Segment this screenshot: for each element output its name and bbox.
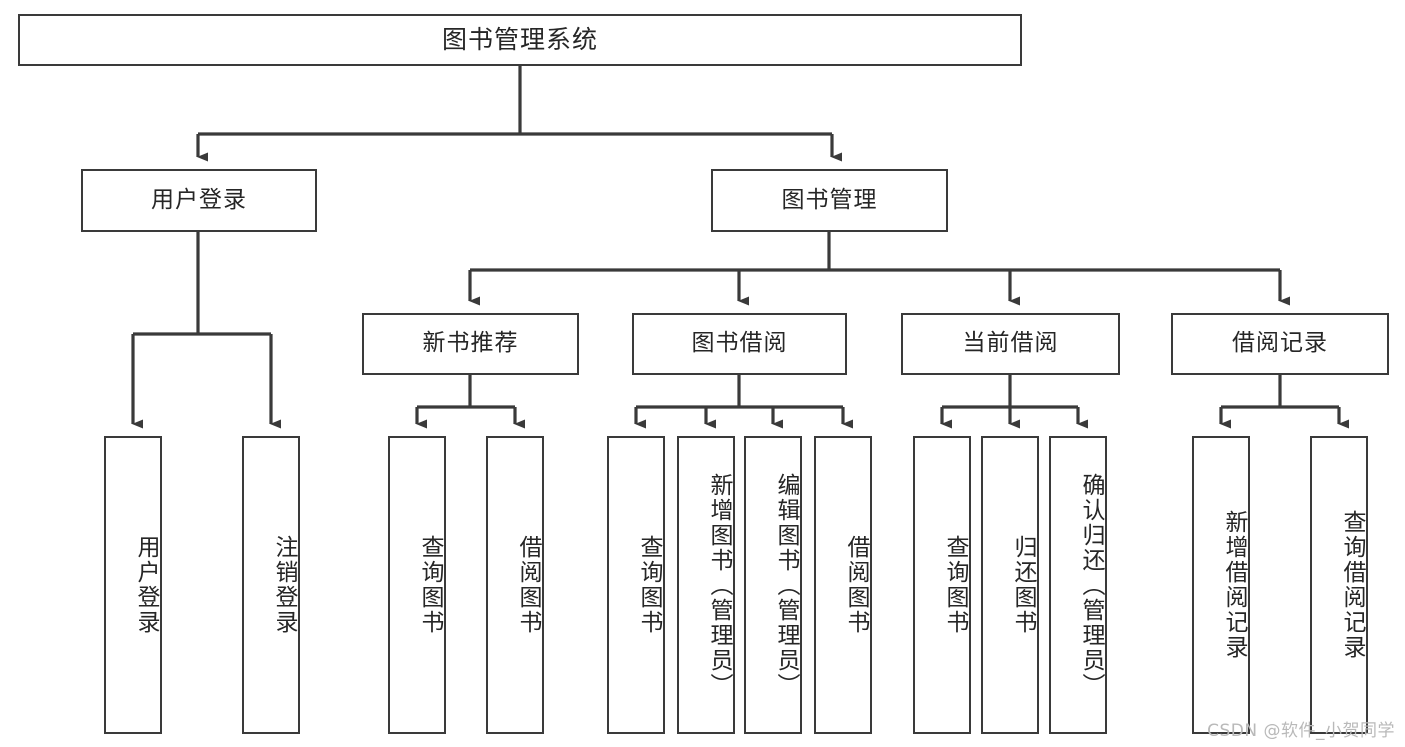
node-current-borrow[interactable]: 当前借阅 bbox=[901, 313, 1120, 375]
node-label: 新增图书（管理员） bbox=[706, 472, 732, 698]
node-leaf-confirm-return[interactable]: 确认归还（管理员） bbox=[1049, 436, 1107, 734]
node-leaf-user-login[interactable]: 用户登录 bbox=[104, 436, 162, 734]
node-label: 编辑图书（管理员） bbox=[773, 472, 799, 698]
node-leaf-add-borrow-record[interactable]: 新增借阅记录 bbox=[1192, 436, 1250, 734]
node-label: 注销登录 bbox=[271, 535, 297, 635]
node-leaf-query-book-1[interactable]: 查询图书 bbox=[388, 436, 446, 734]
node-label: 确认归还（管理员） bbox=[1078, 472, 1104, 698]
node-book-management[interactable]: 图书管理 bbox=[711, 169, 948, 232]
node-label: 借阅图书 bbox=[843, 535, 869, 635]
node-label: 借阅图书 bbox=[515, 535, 541, 635]
node-borrow-record[interactable]: 借阅记录 bbox=[1171, 313, 1389, 375]
node-leaf-edit-book[interactable]: 编辑图书（管理员） bbox=[744, 436, 802, 734]
node-label: 用户登录 bbox=[133, 535, 159, 635]
csdn-watermark: CSDN @软件_小贺同学 bbox=[1207, 721, 1395, 741]
node-user-login[interactable]: 用户登录 bbox=[81, 169, 317, 232]
node-book-management-system[interactable]: 图书管理系统 bbox=[18, 14, 1022, 66]
node-label: 查询图书 bbox=[417, 535, 443, 635]
node-label: 查询图书 bbox=[636, 535, 662, 635]
node-leaf-query-borrow-record[interactable]: 查询借阅记录 bbox=[1310, 436, 1368, 734]
node-leaf-borrow-book-2[interactable]: 借阅图书 bbox=[814, 436, 872, 734]
node-leaf-borrow-book-1[interactable]: 借阅图书 bbox=[486, 436, 544, 734]
node-label: 查询图书 bbox=[942, 535, 968, 635]
node-leaf-query-book-2[interactable]: 查询图书 bbox=[607, 436, 665, 734]
node-leaf-add-book[interactable]: 新增图书（管理员） bbox=[677, 436, 735, 734]
node-book-borrow[interactable]: 图书借阅 bbox=[632, 313, 847, 375]
node-label: 归还图书 bbox=[1010, 535, 1036, 635]
node-new-book-recommend[interactable]: 新书推荐 bbox=[362, 313, 579, 375]
node-leaf-return-book[interactable]: 归还图书 bbox=[981, 436, 1039, 734]
node-label: 查询借阅记录 bbox=[1339, 510, 1365, 660]
node-label: 新增借阅记录 bbox=[1221, 510, 1247, 660]
node-leaf-query-book-3[interactable]: 查询图书 bbox=[913, 436, 971, 734]
node-leaf-logout-login[interactable]: 注销登录 bbox=[242, 436, 300, 734]
